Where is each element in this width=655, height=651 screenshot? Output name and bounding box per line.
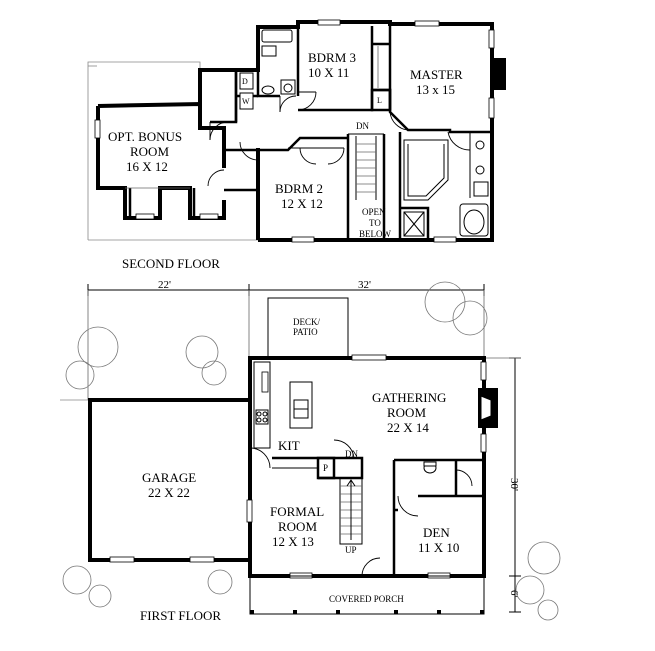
- master-name: MASTER: [410, 67, 463, 82]
- formal-size: 12 X 13: [272, 534, 314, 549]
- open-to-below-line3: BELOW: [359, 229, 391, 239]
- bdrm3-name: BDRM 3: [308, 50, 356, 65]
- dimension-lines: 22' 32' 30' 6': [87, 279, 521, 613]
- house-depth-dim: 30': [508, 478, 520, 491]
- bdrm2-name: BDRM 2: [275, 181, 323, 196]
- garage-size: 22 X 22: [148, 485, 190, 500]
- bonus-name-line1: OPT. BONUS: [108, 129, 182, 144]
- gathering-size: 22 X 14: [387, 420, 429, 435]
- master-size: 13 x 15: [416, 82, 455, 97]
- first-floor-plan: DECK/ PATIO GARAGE 22 X 22 KIT P: [88, 297, 498, 623]
- bonus-name-line2: ROOM: [130, 144, 169, 159]
- washer-label: W: [242, 97, 250, 106]
- lower-stair-up-label: UP: [345, 545, 357, 555]
- open-to-below-line1: OPEN: [362, 207, 386, 217]
- second-floor-title: SECOND FLOOR: [122, 256, 220, 271]
- first-floor-title: FIRST FLOOR: [140, 608, 221, 623]
- bdrm3-size: 10 X 11: [308, 65, 349, 80]
- second-floor-stair: [355, 136, 377, 200]
- formal-line2: ROOM: [278, 519, 317, 534]
- deck-line1: DECK/: [293, 317, 320, 327]
- second-floor-plan: D W BDRM 3 10 X 11 L MASTER 13 x 15: [87, 19, 506, 271]
- garage-name: GARAGE: [142, 470, 196, 485]
- landscape-trees: [60, 281, 561, 621]
- den-size: 11 X 10: [418, 540, 459, 555]
- pantry-label: P: [323, 463, 328, 473]
- garage-width-dim: 22': [158, 279, 171, 291]
- linen-label: L: [377, 96, 382, 105]
- bonus-size: 16 X 12: [126, 159, 168, 174]
- gathering-line2: ROOM: [387, 405, 426, 420]
- den-name: DEN: [423, 525, 450, 540]
- formal-line1: FORMAL: [270, 504, 324, 519]
- first-floor-stair: [339, 477, 363, 545]
- house-width-dim: 32': [358, 279, 371, 291]
- kit-label: KIT: [278, 438, 300, 453]
- dryer-label: D: [242, 77, 248, 86]
- porch-depth-dim: 6': [508, 590, 520, 598]
- bdrm2-size: 12 X 12: [281, 196, 323, 211]
- porch-label: COVERED PORCH: [329, 594, 404, 604]
- deck-line2: PATIO: [293, 327, 318, 337]
- upper-stair-dn-label: DN: [356, 121, 369, 131]
- gathering-line1: GATHERING: [372, 390, 446, 405]
- open-to-below-line2: TO: [369, 218, 381, 228]
- lower-stair-dn-label: DN: [345, 449, 358, 459]
